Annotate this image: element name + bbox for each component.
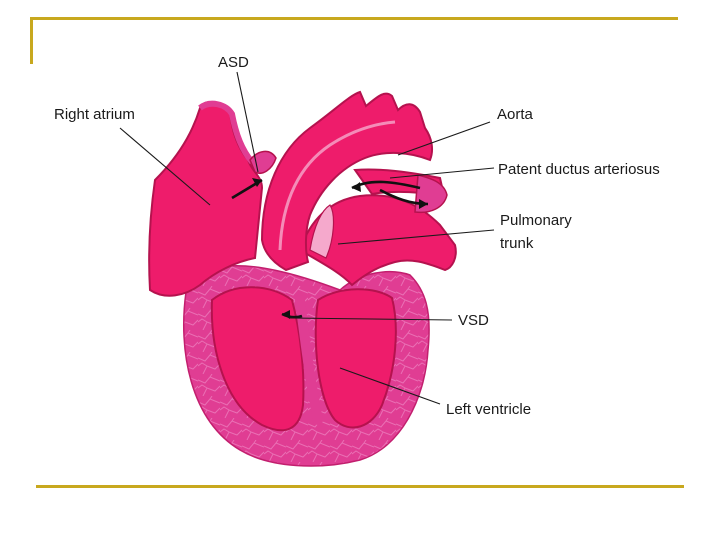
bottom-rule [36, 485, 684, 488]
label-pulmonary-trunk-line2: trunk [500, 235, 534, 252]
asd-notch [249, 150, 277, 174]
interventricular-septum [295, 295, 323, 425]
label-asd: ASD [218, 54, 249, 71]
label-patent-ductus-arteriosus: Patent ductus arteriosus [498, 161, 660, 178]
label-pulmonary-trunk-line1: Pulmonary [500, 212, 572, 229]
aortic-arch-inner [278, 120, 396, 251]
label-vsd: VSD [458, 312, 489, 329]
aortic-arch [260, 90, 434, 272]
right-atrium-wall [198, 100, 255, 164]
left-rule [30, 17, 33, 64]
leader-lines [119, 71, 495, 405]
label-left-ventricle: Left ventricle [446, 401, 531, 418]
top-rule [30, 17, 678, 20]
label-right-atrium: Right atrium [54, 106, 135, 123]
vessel-gap [309, 204, 335, 259]
left-ventricle-cavity [314, 288, 397, 429]
label-aorta: Aorta [497, 106, 534, 123]
flow-arrows [231, 178, 429, 319]
right-ventricle-cavity [210, 286, 305, 432]
